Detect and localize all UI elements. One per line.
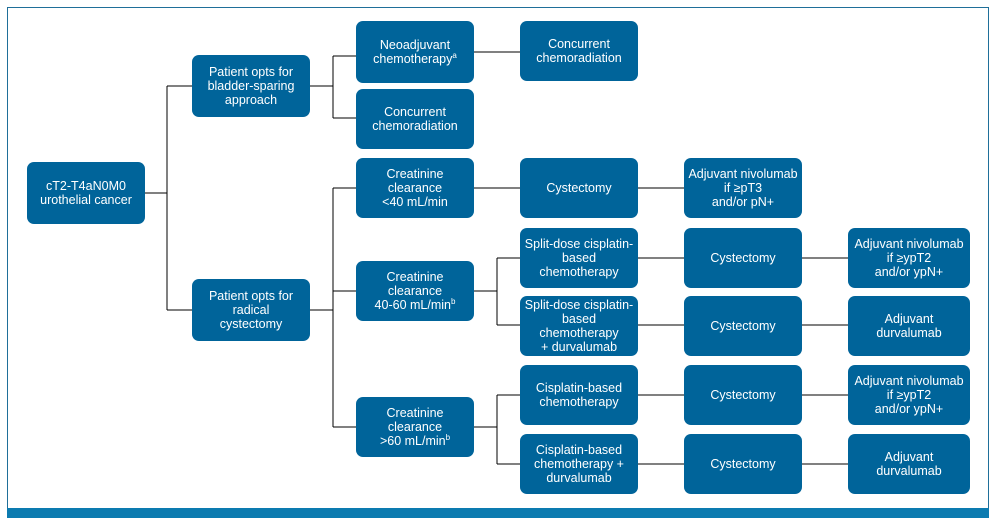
node-adjuvant-durvalumab: Adjuvant durvalumab: [848, 434, 970, 494]
node-label: Cystectomy: [710, 388, 776, 402]
node-label: cT2-T4aN0M0 urothelial cancer: [40, 179, 132, 207]
node-label: Adjuvant nivolumab if ≥ypT2 and/or ypN+: [854, 237, 964, 279]
node-cystectomy: Cystectomy: [684, 296, 802, 356]
node-crcl-lt40: Creatinine clearance <40 mL/min: [356, 158, 474, 218]
node-adjuvant-nivolumab: Adjuvant nivolumab if ≥ypT2 and/or ypN+: [848, 365, 970, 425]
node-label: Adjuvant nivolumab if ≥pT3 and/or pN+: [688, 167, 798, 209]
footnote-marker: a: [452, 50, 457, 60]
node-label: Cystectomy: [710, 457, 776, 471]
node-adjuvant-nivolumab: Adjuvant nivolumab if ≥pT3 and/or pN+: [684, 158, 802, 218]
node-cystectomy: Cystectomy: [684, 434, 802, 494]
bottom-bar: [7, 508, 989, 518]
node-label: Cystectomy: [546, 181, 612, 195]
node-concurrent-chemoradiation: Concurrent chemoradiation: [520, 21, 638, 81]
node-bladder-sparing: Patient opts for bladder-sparing approac…: [192, 55, 310, 117]
node-label: Creatinine clearance <40 mL/min: [382, 167, 448, 209]
node-adjuvant-durvalumab: Adjuvant durvalumab: [848, 296, 970, 356]
footnote-marker: b: [445, 432, 451, 442]
node-split-dose-chemotherapy: Split-dose cisplatin- based chemotherapy: [520, 228, 638, 288]
node-label: Cystectomy: [710, 251, 776, 265]
node-label: Adjuvant durvalumab: [876, 450, 942, 478]
node-label: Split-dose cisplatin- based chemotherapy: [524, 237, 634, 279]
node-label: Neoadjuvant chemotherapy: [373, 38, 453, 66]
node-crcl-gt60: Creatinine clearance >60 mL/minb: [356, 397, 474, 457]
node-radical-cystectomy: Patient opts for radical cystectomy: [192, 279, 310, 341]
node-cystectomy: Cystectomy: [520, 158, 638, 218]
node-cystectomy: Cystectomy: [684, 228, 802, 288]
node-label: Creatinine clearance >60 mL/min: [379, 406, 446, 448]
node-cystectomy: Cystectomy: [684, 365, 802, 425]
node-label: Patient opts for radical cystectomy: [208, 289, 294, 331]
node-cisplatin-chemotherapy-durvalumab: Cisplatin-based chemotherapy + durvaluma…: [520, 434, 638, 494]
node-label: Concurrent chemoradiation: [536, 37, 622, 65]
node-label: Concurrent chemoradiation: [372, 105, 458, 133]
footnote-marker: b: [450, 296, 456, 306]
node-label: Adjuvant durvalumab: [876, 312, 942, 340]
node-root: cT2-T4aN0M0 urothelial cancer: [27, 162, 145, 224]
node-label: Cisplatin-based chemotherapy + durvaluma…: [534, 443, 624, 485]
node-crcl-40-60: Creatinine clearance 40-60 mL/minb: [356, 261, 474, 321]
node-concurrent-chemoradiation: Concurrent chemoradiation: [356, 89, 474, 149]
node-adjuvant-nivolumab: Adjuvant nivolumab if ≥ypT2 and/or ypN+: [848, 228, 970, 288]
node-label: Cisplatin-based chemotherapy: [535, 381, 623, 409]
node-cisplatin-chemotherapy: Cisplatin-based chemotherapy: [520, 365, 638, 425]
node-neoadjuvant-chemotherapy: Neoadjuvant chemotherapya: [356, 21, 474, 83]
node-label: Patient opts for bladder-sparing approac…: [207, 65, 295, 107]
node-label: Cystectomy: [710, 319, 776, 333]
node-label: Adjuvant nivolumab if ≥ypT2 and/or ypN+: [854, 374, 964, 416]
node-label: Split-dose cisplatin- based chemotherapy…: [524, 298, 634, 354]
node-label: Creatinine clearance 40-60 mL/min: [374, 270, 451, 312]
node-split-dose-chemotherapy-durvalumab: Split-dose cisplatin- based chemotherapy…: [520, 296, 638, 356]
